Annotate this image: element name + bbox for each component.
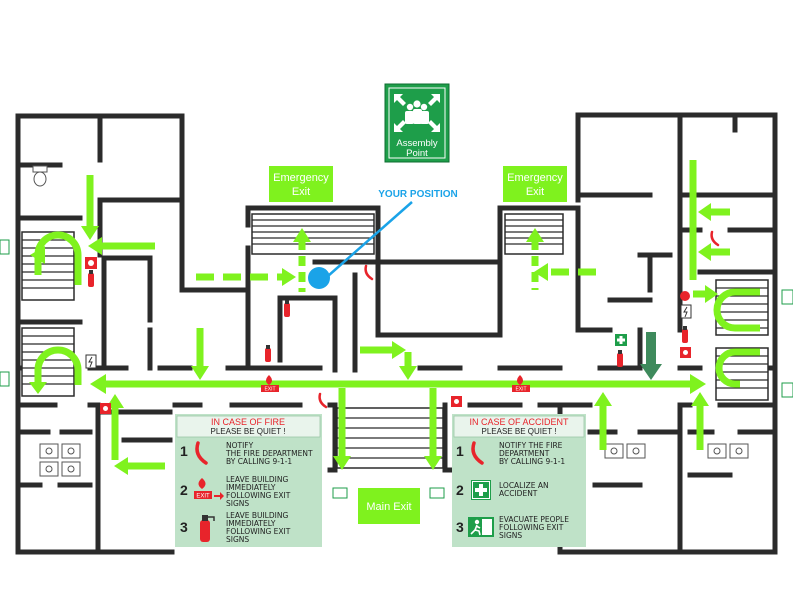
arrow-dark-down	[640, 364, 662, 380]
svg-text:NOTIFY THE FIRE: NOTIFY THE FIRE	[499, 441, 563, 450]
exit-sign-icon	[429, 487, 445, 499]
accident-panel-title: IN CASE OF ACCIDENT	[469, 417, 569, 427]
phone-icon	[318, 392, 328, 409]
your-position-label: YOUR POSITION	[378, 189, 457, 200]
accident-panel-subtitle: PLEASE BE QUIET !	[482, 427, 557, 436]
phone-icon	[710, 230, 720, 247]
accident-step-number: 3	[456, 519, 464, 535]
fire-extinguisher-icon	[265, 345, 271, 362]
svg-text:ACCIDENT: ACCIDENT	[499, 489, 538, 498]
fire-instructions-panel: IN CASE OF FIRE PLEASE BE QUIET ! 1 NOTI…	[175, 414, 322, 547]
svg-text:EXIT: EXIT	[264, 387, 275, 393]
svg-text:FOLLOWING EXIT: FOLLOWING EXIT	[226, 491, 291, 500]
sinks-right-a-icon	[604, 443, 646, 459]
svg-text:SIGNS: SIGNS	[226, 535, 249, 544]
svg-text:LOCALIZE AN: LOCALIZE AN	[499, 481, 549, 490]
accident-instructions-panel: IN CASE OF ACCIDENT PLEASE BE QUIET ! 1 …	[452, 414, 586, 547]
fire-step-number: 2	[180, 482, 188, 498]
phone-icons	[318, 230, 720, 409]
fire-alarm-icons	[85, 257, 691, 414]
exit-sign-icon	[0, 371, 10, 387]
svg-text:BY CALLING 9-1-1: BY CALLING 9-1-1	[226, 457, 292, 466]
fire-exit-sign-icons: EXIT EXIT	[261, 375, 530, 393]
sinks-right-b-icon	[707, 443, 749, 459]
fire-extinguisher-icon	[88, 270, 94, 287]
exit-sign-icon	[781, 289, 793, 305]
stairs-left-upper	[21, 231, 75, 301]
fire-panel-subtitle: PLEASE BE QUIET !	[211, 427, 286, 436]
first-aid-icon	[471, 480, 491, 500]
assembly-people-icon	[394, 94, 440, 132]
svg-text:BY CALLING 9-1-1: BY CALLING 9-1-1	[499, 457, 565, 466]
phone-icon	[364, 264, 374, 281]
arrow-corridor-right	[690, 374, 706, 394]
svg-text:LEAVE BUILDING: LEAVE BUILDING	[226, 511, 288, 520]
fire-panel-title: IN CASE OF FIRE	[211, 417, 285, 427]
arrow-corridor-left	[90, 374, 106, 394]
fire-exit-icon: EXIT	[194, 478, 224, 500]
fire-extinguisher-icon	[284, 300, 290, 317]
fire-extinguisher-icons	[88, 270, 688, 367]
stairs-left-lower	[21, 327, 75, 397]
fire-extinguisher-icon	[617, 350, 623, 367]
exit-sign-icon	[332, 487, 348, 499]
svg-text:IMMEDIATELY: IMMEDIATELY	[226, 483, 276, 492]
evacuation-routes	[29, 160, 760, 475]
main-exit-box: Main Exit	[358, 488, 420, 524]
exit-sign-icon	[781, 382, 793, 398]
svg-text:SIGNS: SIGNS	[226, 499, 249, 508]
emergency-exit-right-line1: Emergency	[507, 172, 563, 184]
svg-text:THE FIRE DEPARTMENT: THE FIRE DEPARTMENT	[225, 449, 313, 458]
assembly-point-sign: Assembly Point	[384, 83, 450, 163]
svg-text:EVACUATE PEOPLE: EVACUATE PEOPLE	[499, 515, 569, 524]
fire-alarm-bell-icon	[680, 291, 690, 301]
emergency-exit-left-line1: Emergency	[273, 172, 329, 184]
first-aid-icon	[615, 334, 627, 346]
svg-text:SIGNS: SIGNS	[499, 531, 522, 540]
your-position-dot	[308, 267, 330, 289]
accident-step-number: 2	[456, 482, 464, 498]
electric-panel-icons	[85, 304, 692, 369]
exit-running-man-signs	[0, 239, 793, 499]
phone-icon	[195, 441, 208, 465]
running-exit-icon	[468, 517, 494, 537]
svg-text:DEPARTMENT: DEPARTMENT	[499, 449, 550, 458]
svg-text:LEAVE BUILDING: LEAVE BUILDING	[226, 475, 288, 484]
fire-step-number: 3	[180, 519, 188, 535]
svg-text:EXIT: EXIT	[515, 387, 526, 393]
emergency-exit-left: Emergency Exit	[269, 166, 333, 202]
exit-sign-icon	[0, 239, 10, 255]
fire-extinguisher-icon	[200, 515, 215, 542]
emergency-exit-right-line2: Exit	[526, 186, 544, 198]
sinks-left-icon	[39, 443, 81, 477]
svg-text:IMMEDIATELY: IMMEDIATELY	[226, 519, 276, 528]
phone-icon	[471, 441, 484, 465]
svg-text:NOTIFY: NOTIFY	[226, 441, 254, 450]
assembly-point-line2: Point	[406, 148, 428, 159]
toilet-icon	[32, 165, 48, 187]
your-position-marker: YOUR POSITION	[308, 189, 458, 289]
emergency-exit-right: Emergency Exit	[503, 166, 567, 202]
fire-extinguisher-icon	[682, 326, 688, 343]
svg-text:FOLLOWING EXIT: FOLLOWING EXIT	[499, 523, 564, 532]
svg-text:FOLLOWING EXIT: FOLLOWING EXIT	[226, 527, 291, 536]
emergency-exit-left-line2: Exit	[292, 186, 310, 198]
stairs-top-center-left	[251, 213, 375, 255]
accident-step-number: 1	[456, 443, 464, 459]
main-exit-label: Main Exit	[366, 501, 411, 513]
svg-text:EXIT: EXIT	[196, 494, 210, 500]
fire-step-number: 1	[180, 443, 188, 459]
building-walls	[15, 112, 778, 555]
assembly-point-line1: Assembly	[396, 138, 437, 149]
